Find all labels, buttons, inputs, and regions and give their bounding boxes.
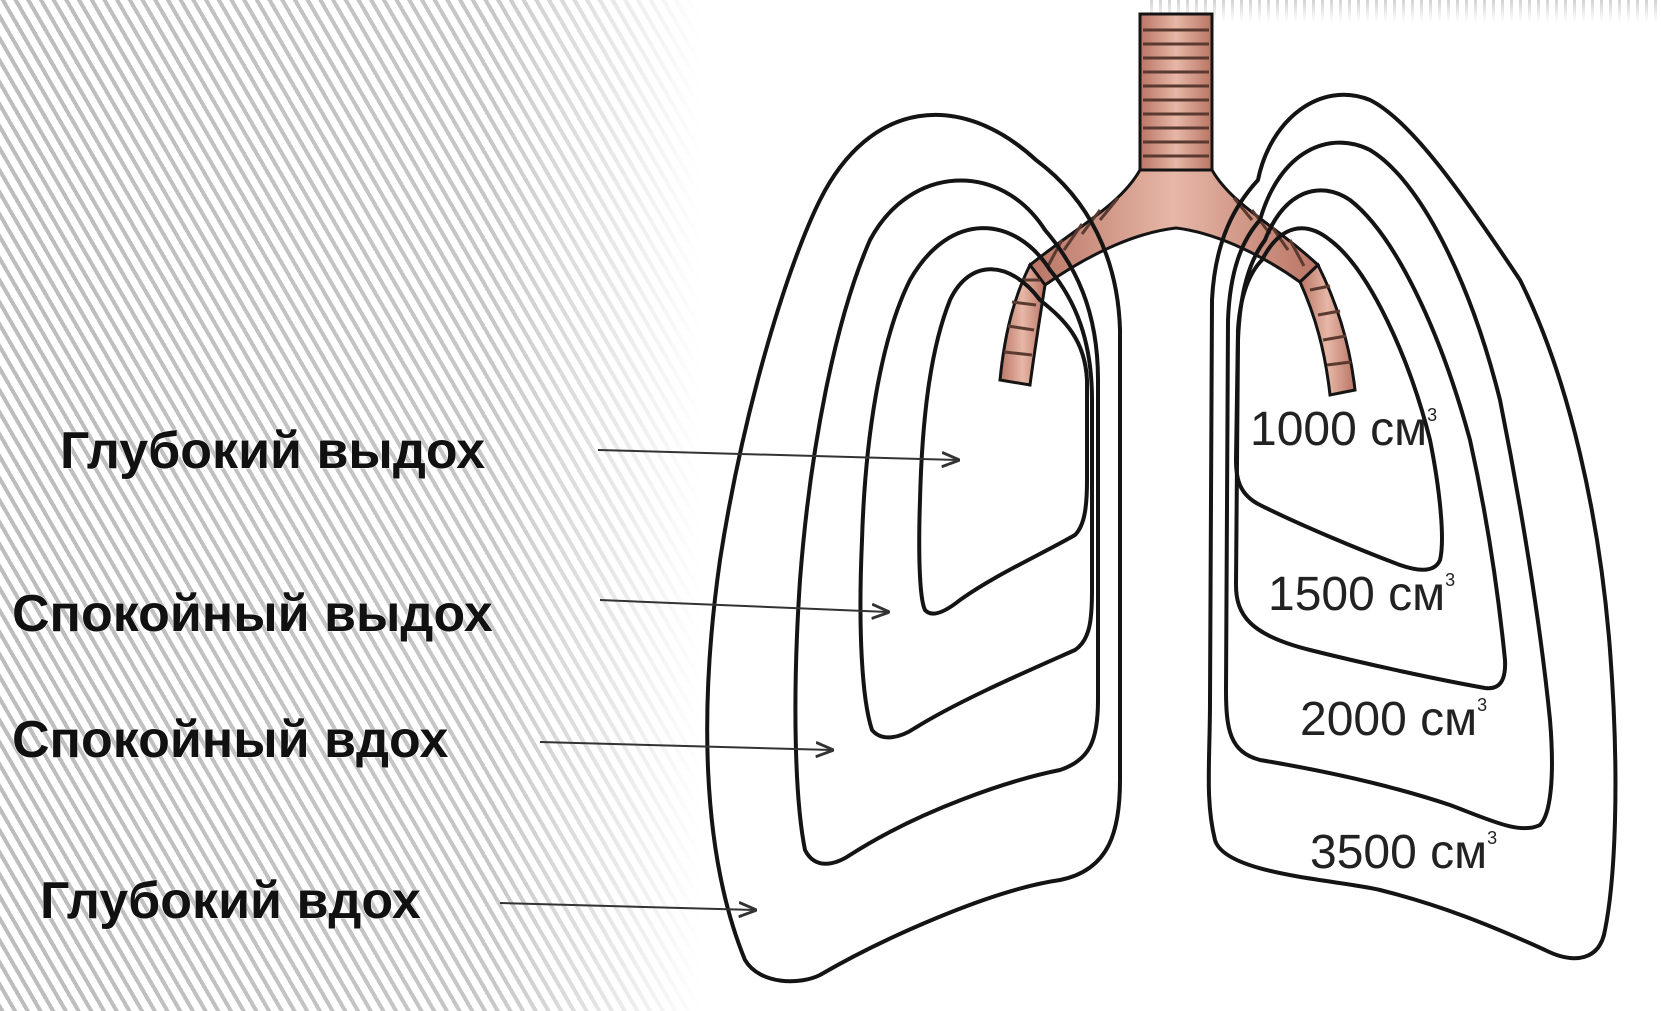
- volume-3500: 3500 см3: [1310, 826, 1497, 879]
- left-lung-calm-inhale-contour: [795, 180, 1098, 863]
- label-calm-exhale: Спокойный выдох: [12, 585, 493, 643]
- volume-1000: 1000 см3: [1250, 403, 1437, 456]
- arrow-deep-inhale: [500, 903, 755, 910]
- trachea: [1000, 14, 1355, 395]
- label-deep-inhale: Глубокий вдох: [40, 872, 421, 930]
- label-deep-exhale: Глубокий выдох: [60, 422, 485, 480]
- volume-1500: 1500 см3: [1268, 568, 1455, 621]
- label-calm-inhale: Спокойный вдох: [12, 711, 448, 769]
- volume-2000: 2000 см3: [1300, 693, 1487, 746]
- arrow-deep-exhale: [598, 450, 958, 460]
- left-lung-deep-exhale-contour: [919, 269, 1087, 613]
- left-lung-calm-exhale-contour: [860, 228, 1092, 737]
- arrow-calm-exhale: [600, 600, 888, 612]
- arrow-calm-inhale: [540, 742, 832, 750]
- left-lung: [707, 115, 1120, 981]
